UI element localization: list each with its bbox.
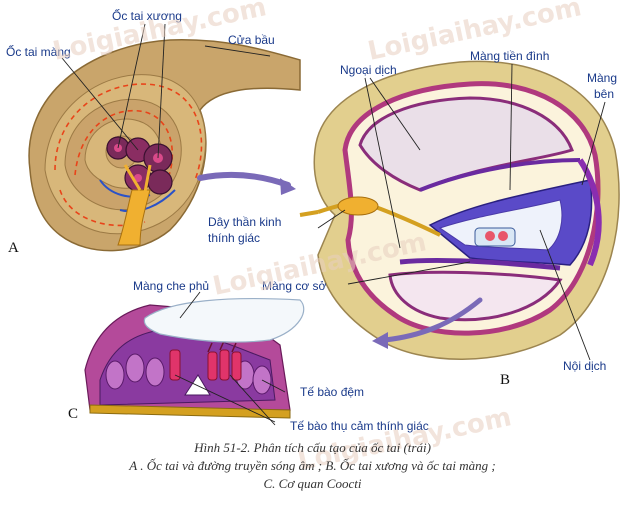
label-day-than-kinh-1: Dây thần kinh [208, 215, 281, 229]
labels: Ốc tai xương Cửa bầu Ốc tai màng Ngoại d… [6, 8, 617, 433]
panel-letter-c: C [68, 406, 78, 422]
label-oc-tai-xuong: Ốc tai xương [112, 8, 182, 23]
panel-letter-a: A [8, 240, 19, 256]
panel-c-organ-of-corti [84, 297, 305, 419]
label-te-bao-dem: Tế bào đệm [300, 385, 364, 399]
panel-letters: A B C [8, 240, 510, 422]
label-oc-tai-mang: Ốc tai màng [6, 44, 71, 59]
label-noi-dich: Nội dịch [563, 359, 606, 373]
label-mang-co-so: Màng cơ sở [262, 279, 327, 293]
label-day-than-kinh-2: thính giác [208, 231, 260, 245]
panel-b-cross-section [299, 60, 620, 360]
label-cua-bau: Cửa bầu [228, 33, 275, 47]
label-ngoai-dich: Ngoại dịch [340, 63, 397, 77]
exit-arrow [372, 297, 483, 349]
label-mang-che-phu: Màng che phủ [133, 279, 209, 293]
label-mang-ben-2: bên [594, 87, 614, 101]
organ-corti-small [474, 227, 516, 247]
label-te-bao-thu-cam: Tế bào thụ cảm thính giác [290, 419, 429, 433]
label-mang-tien-dinh: Màng tiền đình [470, 49, 549, 63]
caption-line-3: C. Cơ quan Coocti [263, 476, 362, 491]
caption-line-1: Hình 51-2. Phân tích cấu tạo của ốc tai … [194, 440, 431, 455]
panel-a-cochlea [28, 39, 301, 252]
flow-arrow [197, 171, 296, 195]
label-mang-ben-1: Màng [587, 71, 617, 85]
caption-line-2: A . Ốc tai và đường truyền sóng âm ; B. … [129, 458, 496, 473]
panel-letter-b: B [500, 372, 510, 388]
leader-lines [61, 23, 606, 426]
hair-cells [169, 340, 242, 381]
